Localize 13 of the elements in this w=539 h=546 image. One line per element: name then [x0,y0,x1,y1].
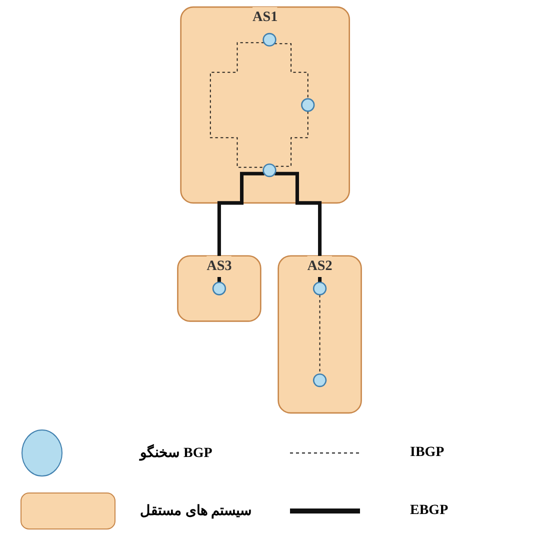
connector [274,110,308,167]
node-circle [312,373,327,388]
legend-text: سیستم های مستقل [140,503,252,520]
legend-text: سخنگو BGP [140,444,212,462]
node-circle [262,32,276,47]
node-circle [301,98,315,112]
legend-text: EBGP [410,503,448,519]
connector [210,42,265,168]
node-circle [262,163,276,178]
connector [274,43,308,100]
legend-text: IBGP [410,445,444,461]
node-circle [212,282,226,296]
node-circle [312,282,327,296]
